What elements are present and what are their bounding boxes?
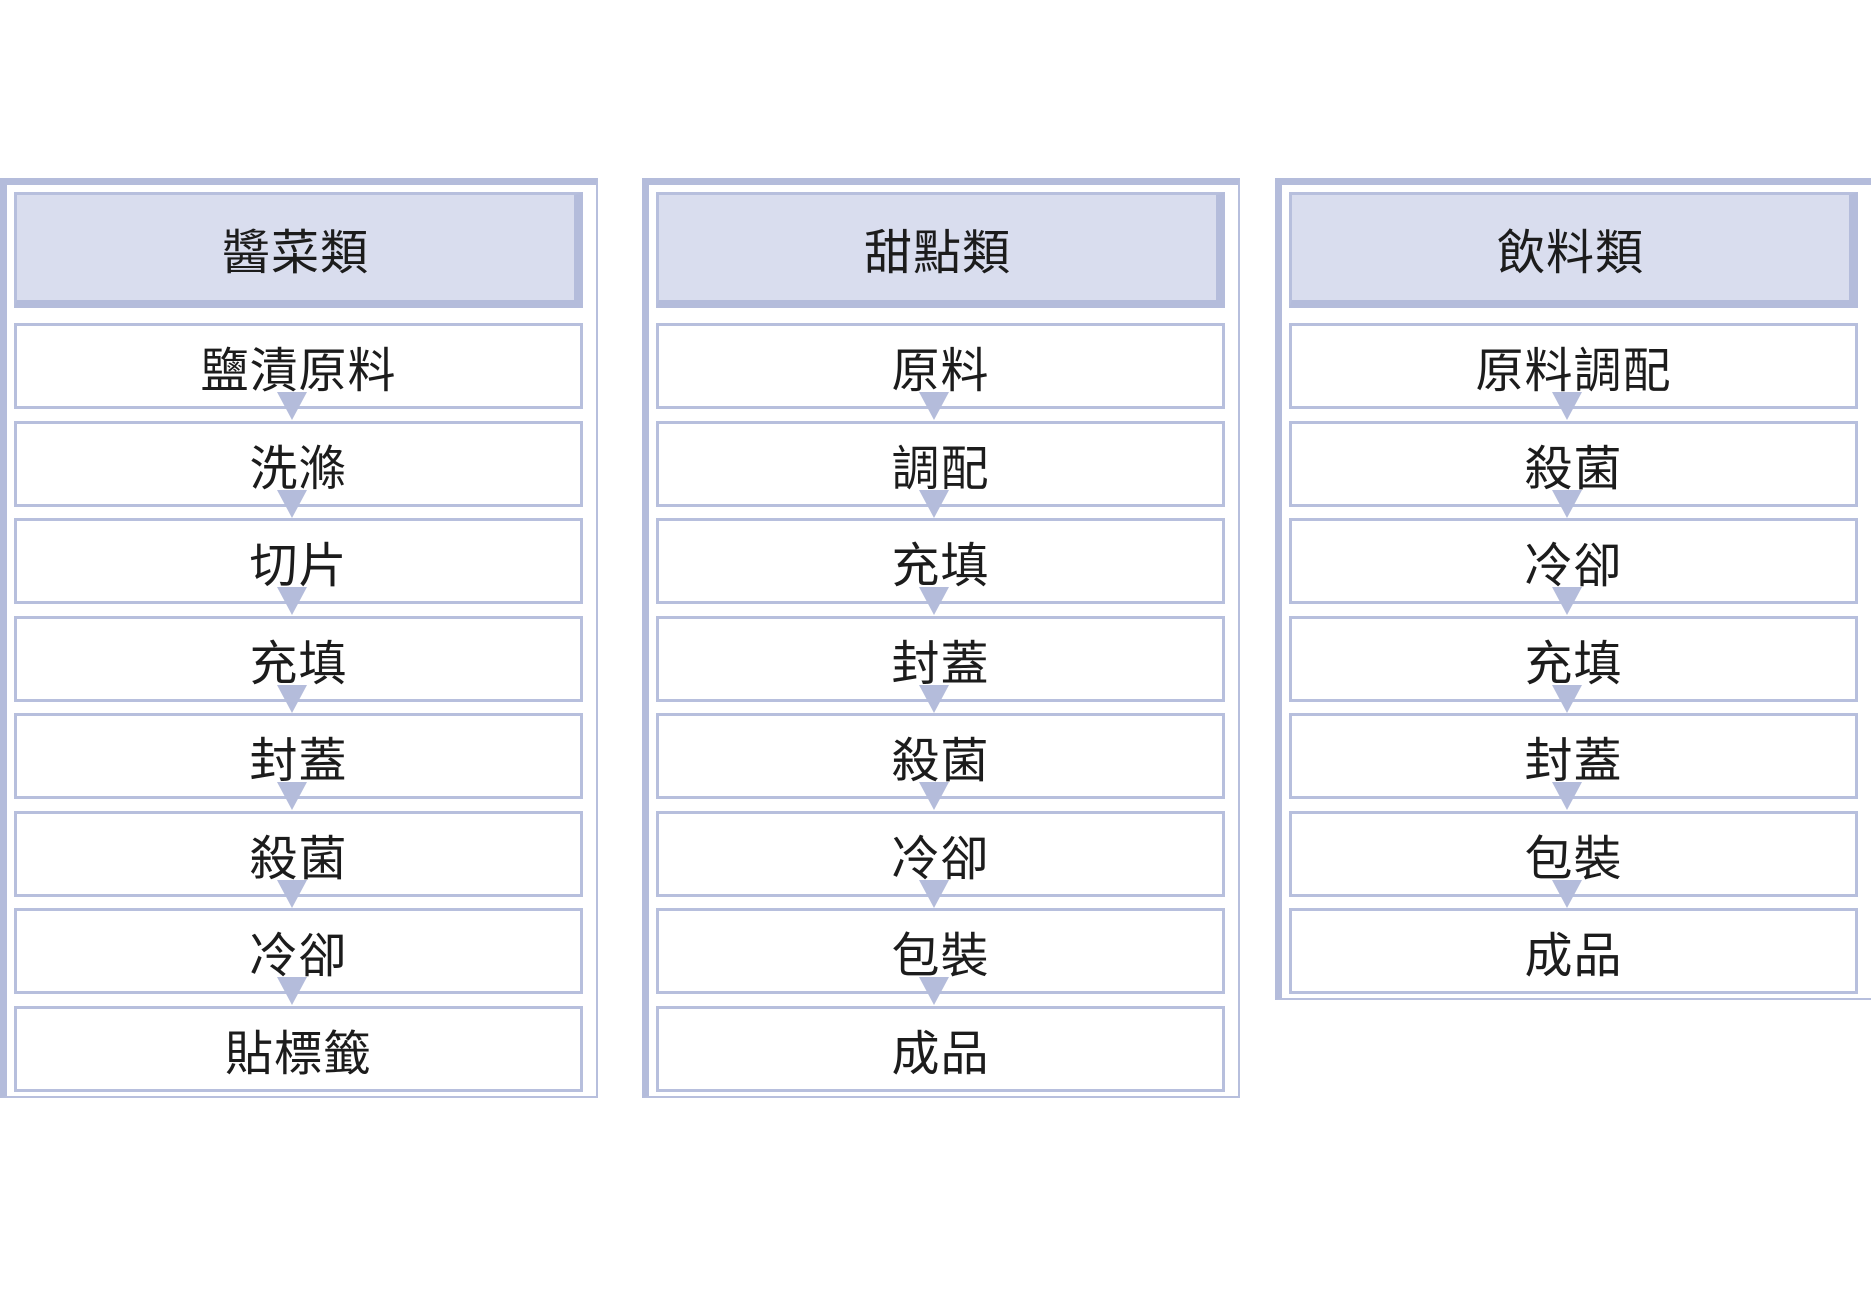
process-column-1: 醬菜類鹽漬原料洗滌切片充填封蓋殺菌冷卻貼標籤 [0, 178, 598, 1098]
process-step-label: 充填 [891, 538, 990, 594]
down-arrow-icon [277, 684, 307, 713]
process-step-label: 冷卻 [891, 830, 990, 887]
down-arrow-icon [277, 977, 307, 1005]
process-step-label: 包裝 [891, 928, 990, 984]
down-arrow-icon [1552, 684, 1582, 713]
process-step-label: 貼標籤 [224, 1025, 372, 1082]
process-step-label: 切片 [249, 538, 348, 594]
process-step: 貼標籤 [14, 1005, 583, 1092]
process-step-label: 殺菌 [891, 733, 990, 789]
down-arrow-icon [919, 392, 949, 420]
process-step-label: 充填 [1524, 635, 1623, 692]
down-arrow-icon [1552, 392, 1582, 420]
down-arrow-icon [277, 879, 307, 908]
column-header: 醬菜類 [14, 192, 583, 308]
down-arrow-icon [1552, 879, 1582, 908]
process-step-label: 殺菌 [1524, 440, 1623, 497]
process-step-label: 洗滌 [249, 440, 348, 497]
process-step-label: 原料 [891, 343, 990, 399]
process-step-label: 成品 [1524, 928, 1623, 984]
down-arrow-icon [277, 392, 307, 420]
down-arrow-icon [277, 587, 307, 615]
process-step-label: 調配 [891, 440, 990, 497]
process-column-3: 飲料類原料調配殺菌冷卻充填封蓋包裝成品 [1275, 178, 1871, 1000]
down-arrow-icon [277, 782, 307, 810]
process-step-label: 冷卻 [249, 928, 348, 984]
column-header: 飲料類 [1289, 192, 1858, 308]
down-arrow-icon [919, 977, 949, 1005]
down-arrow-icon [1552, 587, 1582, 615]
down-arrow-icon [1552, 782, 1582, 810]
process-step-label: 冷卻 [1524, 538, 1623, 594]
column-title: 飲料類 [1496, 224, 1644, 281]
process-step-label: 充填 [249, 635, 348, 692]
process-column-2: 甜點類原料調配充填封蓋殺菌冷卻包裝成品 [642, 178, 1240, 1098]
down-arrow-icon [919, 587, 949, 615]
process-step: 封蓋 [1289, 713, 1858, 799]
down-arrow-icon [277, 489, 307, 518]
process-step-label: 包裝 [1524, 830, 1623, 887]
process-step: 冷卻 [1289, 518, 1858, 604]
down-arrow-icon [919, 879, 949, 908]
process-step-label: 封蓋 [249, 733, 348, 789]
process-step-label: 殺菌 [249, 830, 348, 887]
process-step-label: 原料調配 [1475, 343, 1672, 399]
column-title: 甜點類 [863, 224, 1011, 281]
down-arrow-icon [919, 489, 949, 518]
down-arrow-icon [1552, 489, 1582, 518]
column-title: 醬菜類 [221, 224, 369, 281]
down-arrow-icon [919, 684, 949, 713]
process-step-label: 成品 [891, 1025, 990, 1082]
process-step-label: 封蓋 [891, 635, 990, 692]
process-step: 切片 [14, 518, 583, 604]
process-step: 包裝 [1289, 810, 1858, 897]
process-step: 成品 [656, 1005, 1225, 1092]
process-step-label: 鹽漬原料 [200, 343, 397, 399]
column-header: 甜點類 [656, 192, 1225, 308]
down-arrow-icon [919, 782, 949, 810]
process-step-label: 封蓋 [1524, 733, 1623, 789]
process-step: 成品 [1289, 908, 1858, 994]
